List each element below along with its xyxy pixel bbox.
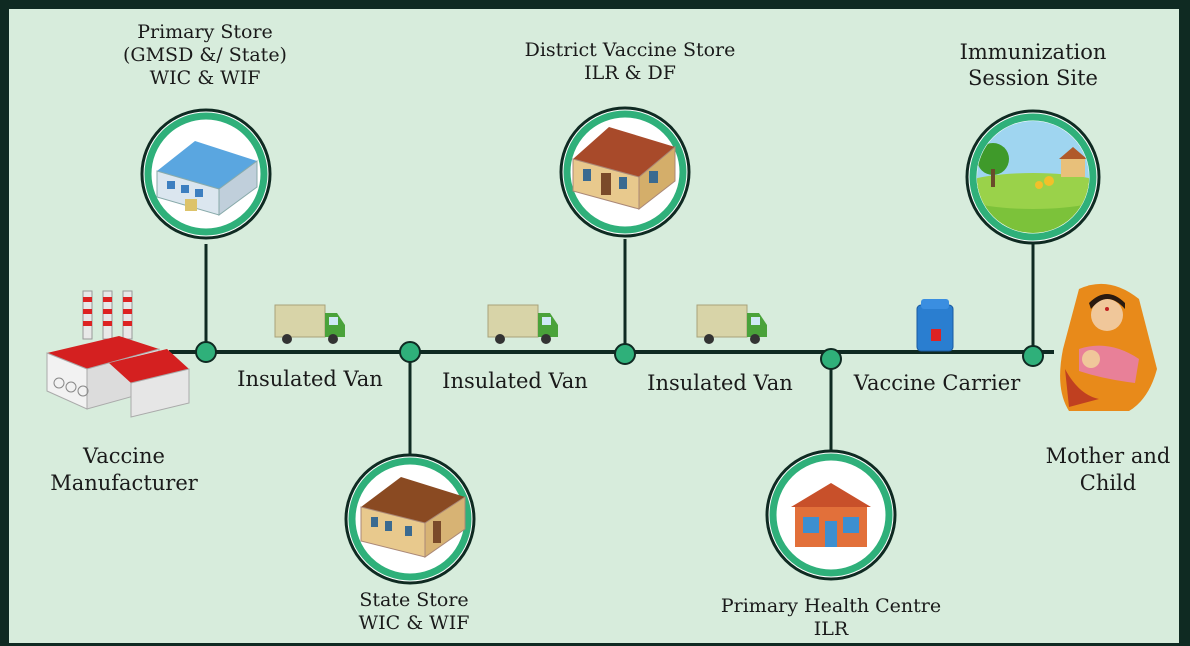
link-label-van2: Insulated Van xyxy=(442,369,588,393)
clinic-icon xyxy=(791,483,871,547)
house-icon xyxy=(360,477,466,558)
session-site-node xyxy=(965,109,1101,245)
primary-store-label: Primary Store (GMSD &/ State) WIC & WIF xyxy=(123,21,287,90)
junction-dot xyxy=(195,341,217,363)
session-site-label: Immunization Session Site xyxy=(960,39,1107,91)
mother-child-icon xyxy=(1060,283,1157,411)
link-label-van3: Insulated Van xyxy=(647,371,793,395)
state-store-label: State Store WIC & WIF xyxy=(359,589,470,635)
district-store-label-line1: District Vaccine Store xyxy=(524,39,736,61)
junction-dot xyxy=(1022,345,1044,367)
state-store-label-line2: WIC & WIF xyxy=(358,612,470,634)
insulated-van-icon xyxy=(487,304,558,344)
session-site-label-line1: Immunization xyxy=(959,40,1107,64)
state-store-label-line1: State Store xyxy=(359,589,469,611)
primary-store-label-line1: Primary Store xyxy=(137,21,273,43)
cold-chain-diagram: Primary Store (GMSD &/ State) WIC & WIF … xyxy=(6,6,1182,646)
session-site-label-line2: Session Site xyxy=(968,66,1098,90)
warehouse-icon xyxy=(156,141,258,216)
junction-nodes xyxy=(195,341,1044,370)
house-icon xyxy=(572,127,676,211)
phc-label: Primary Health Centre ILR xyxy=(721,595,941,641)
district-store-label-line2: ILR & DF xyxy=(584,62,676,84)
phc-node xyxy=(765,449,897,581)
link-label-carrier: Vaccine Carrier xyxy=(853,371,1021,395)
state-store-node xyxy=(344,453,476,585)
link-label-van1: Insulated Van xyxy=(237,367,383,391)
manufacturer-label-line2: Manufacturer xyxy=(50,471,198,495)
phc-label-line1: Primary Health Centre xyxy=(720,595,942,617)
district-store-node xyxy=(559,106,691,238)
phc-label-line2: ILR xyxy=(813,618,849,640)
primary-store-label-line3: WIC & WIF xyxy=(149,67,261,89)
junction-dot xyxy=(399,341,421,363)
mother-child-label: Mother and Child xyxy=(1046,443,1171,497)
vaccine-carrier-icon xyxy=(916,299,954,352)
junction-dot xyxy=(820,348,842,370)
insulated-van-icon xyxy=(696,304,767,344)
manufacturer-label-line1: Vaccine xyxy=(83,444,165,468)
primary-store-label-line2: (GMSD &/ State) xyxy=(123,44,287,66)
junction-dot xyxy=(614,343,636,365)
diagram-canvas xyxy=(46,106,1157,585)
mother-child-label-line2: Child xyxy=(1079,471,1137,495)
insulated-van-icon xyxy=(274,304,345,344)
mother-child-label-line1: Mother and xyxy=(1045,444,1171,468)
manufacturer-label: Vaccine Manufacturer xyxy=(50,443,198,497)
district-store-label: District Vaccine Store ILR & DF xyxy=(525,39,736,85)
factory-icon xyxy=(46,290,190,418)
primary-store-node xyxy=(140,108,272,240)
